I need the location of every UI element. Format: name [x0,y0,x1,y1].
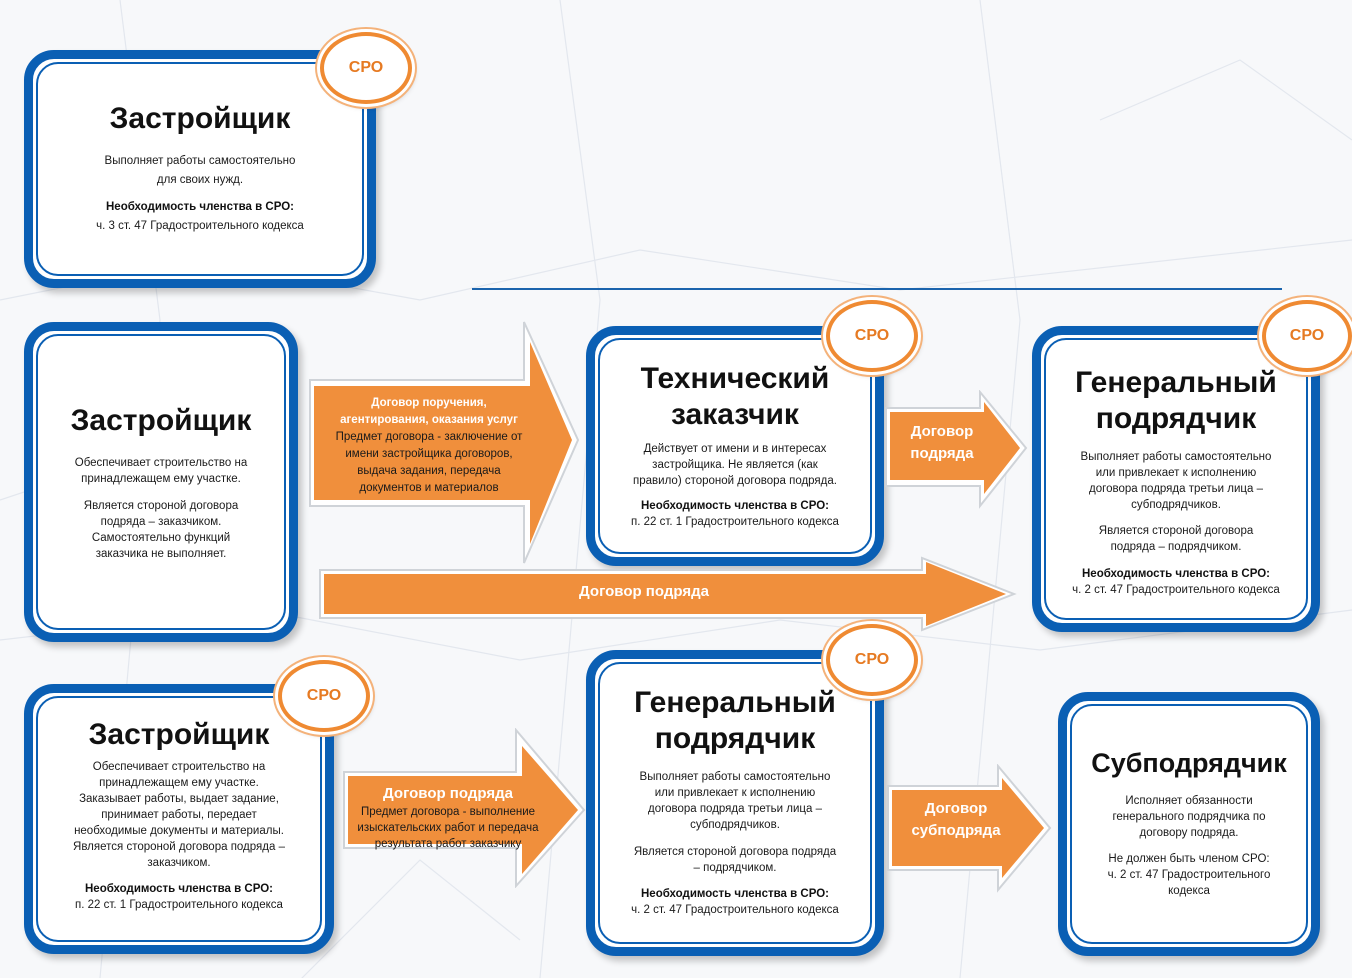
box-desc-line: субподрядчиков. [690,819,780,831]
box-desc-line: для своих нужд. [156,174,244,186]
box-title-line: подрядчик [1095,402,1257,435]
box-technical-customer: Технический заказчик Действует от имени … [586,326,884,566]
box-general-contractor-bottom: Генеральный подрядчик Выполняет работы с… [586,650,884,956]
box-developer-customer: Застройщик Обеспечивает строительство на… [24,322,298,642]
box-title: Субподрядчик [1091,748,1287,778]
sro-badge: СРО [1262,300,1352,372]
box-desc-line: Не должен быть членом СРО: [1108,853,1270,866]
arrow-contract-long [319,556,1017,632]
law-reference: ч. 3 ст. 47 Градостроительного кодекса [96,220,304,232]
sro-requirement-label: Необходимость членства в СРО: [641,888,829,900]
sro-requirement-label: Необходимость членства в СРО: [641,500,829,512]
box-title: Застройщик [88,718,270,751]
arrow-line: Договор [924,800,988,817]
box-developer-survey: Застройщик Обеспечивает строительство на… [24,684,334,954]
box-desc-line: принимает работы, передает [101,809,257,821]
sro-badge: СРО [320,32,412,104]
box-desc-line: Является стороной договора подряда – [73,841,285,853]
arrow-line: Предмет договора - заключение от [335,431,523,443]
box-desc-line: Обеспечивает строительство на [92,761,266,773]
arrow-survey-contract [343,728,586,888]
box-desc-line: правило) стороной договора подряда. [633,475,837,487]
arrow-subcontract [887,764,1052,893]
box-desc-line: Является стороной договора подряда [633,846,837,858]
box-desc-line: договора подряда третьи лица – [648,803,822,815]
box-desc-line: или привлекает к исполнению [1095,467,1257,479]
arrow-agency-text: Договор поручения, агентирования, оказан… [312,395,546,497]
box-title: Застройщик [109,102,291,135]
arrow-contract-small-text: Договор подряда [890,421,994,465]
box-desc-line: Заказывает работы, выдает задание, [79,793,279,805]
box-subcontractor: Субподрядчик Исполняет обязанности генер… [1058,692,1320,956]
arrow-agency-contract [309,321,580,564]
arrow-line: субподряда [911,822,1001,839]
sro-requirement-label: Необходимость членства в СРО: [106,201,294,213]
box-desc-line: кодекса [1168,885,1210,898]
box-desc-line: генерального подрядчика по [1112,811,1266,824]
box-desc-line: принадлежащем ему участке. [99,777,259,789]
box-desc-line: застройщика. Не является (как [652,459,818,471]
sro-badge: СРО [278,660,370,732]
box-desc-line: Является стороной договора [1098,525,1254,537]
box-desc-line: Действует от имени и в интересах [643,443,827,455]
arrow-line: изыскательских работ и передача [357,822,539,834]
box-title-line: Генеральный [1075,366,1277,399]
box-developer-self: Застройщик Выполняет работы самостоятель… [24,50,376,288]
box-desc-line: Является стороной договора [83,500,239,512]
box-title: Застройщик [70,404,252,437]
box-desc-line: Самостоятельно функций [91,532,231,544]
arrow-line: Предмет договора - выполнение [360,806,536,818]
arrow-line: результата работ заказчику [374,838,522,850]
box-desc-line: ч. 2 ст. 47 Градостроительного [1107,869,1271,882]
arrow-line: имени застройщика договоров, [345,448,513,460]
law-reference: ч. 2 ст. 47 Градостроительного кодекса [631,904,839,916]
arrow-subcontract-text: Договор субподряда [892,798,1020,842]
law-reference: п. 22 ст. 1 Градостроительного кодекса [75,899,283,911]
box-desc-line: субподрядчиков. [1131,499,1221,511]
box-general-contractor-top: Генеральный подрядчик Выполняет работы с… [1032,326,1320,632]
box-desc-line: заказчика не выполняет. [95,548,227,560]
box-desc-line: Обеспечивает строительство на [74,457,248,469]
box-desc-line: – подрядчиком. [693,862,777,874]
box-desc-line: или привлекает к исполнению [654,787,816,799]
box-desc-line: заказчиком. [147,857,211,869]
box-desc-line: Исполняет обязанности [1125,795,1253,808]
arrow-contract-long-text: Договор подряда [579,583,709,600]
arrow-line: документов и материалов [359,482,499,494]
box-desc-line: договора подряда третьи лица – [1089,483,1263,495]
box-desc-line: подряда – подрядчиком. [1110,541,1242,553]
divider-line [472,288,1282,290]
box-desc-line: Выполняет работы самостоятельно [104,155,296,167]
box-title-line: подрядчик [654,722,816,755]
sro-requirement-label: Необходимость членства в СРО: [1082,568,1270,580]
arrow-bold-line: Договор подряда [383,785,513,802]
arrow-survey-text: Договор подряда Предмет договора - выпол… [346,784,550,852]
arrow-line: выдача задания, передача [357,465,501,477]
arrow-line: подряда [910,445,974,462]
arrow-contract-small [885,390,1028,509]
box-title-line: заказчик [671,398,799,431]
box-desc-line: договору подряда. [1139,827,1239,840]
box-desc-line: Выполняет работы самостоятельно [639,771,831,783]
box-desc-line: принадлежащем ему участке. [81,473,241,485]
arrow-bold-line: Договор поручения, [371,397,487,409]
box-title-line: Технический [640,362,830,395]
law-reference: ч. 2 ст. 47 Градостроительного кодекса [1072,584,1280,596]
box-desc-line: необходимые документы и материалы. [74,825,284,837]
arrow-line: Договор [910,423,974,440]
law-reference: п. 22 ст. 1 Градостроительного кодекса [631,516,839,528]
box-title-line: Генеральный [634,686,836,719]
arrow-bold-line: агентирования, оказания услуг [340,414,518,426]
sro-requirement-label: Необходимость членства в СРО: [85,883,273,895]
box-desc-line: подряда – заказчиком. [100,516,222,528]
sro-badge: СРО [826,300,918,372]
sro-badge: СРО [826,624,918,696]
box-desc-line: Выполняет работы самостоятельно [1080,451,1272,463]
